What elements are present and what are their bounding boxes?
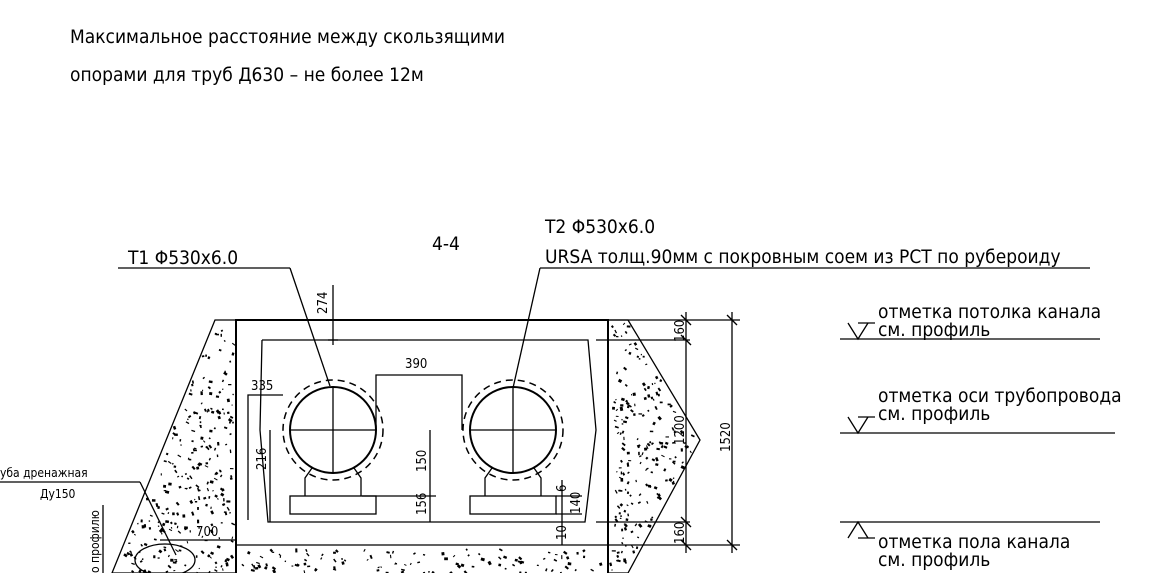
pipe-t2-label: Т2 Φ530х6.0 xyxy=(544,216,655,238)
concrete-right-slope xyxy=(607,319,701,573)
dim-274: 274 xyxy=(316,292,331,314)
elevation-ceiling: отметка потолка канала см. профиль xyxy=(840,301,1101,341)
dim-160-top: 160 xyxy=(673,320,688,342)
dim-216: 216 xyxy=(255,448,270,470)
note-line-1: Максимальное расстояние между скользящим… xyxy=(70,26,505,48)
channel-outer-wall xyxy=(235,319,609,573)
dim-150: 150 xyxy=(415,450,430,472)
elevation-ceiling-label: отметка потолка канала xyxy=(878,301,1101,323)
pipe-t1-insulation xyxy=(282,379,384,481)
concrete-left-slope xyxy=(111,319,237,573)
sliding-support-t2 xyxy=(469,467,557,515)
elevation-floor-label: отметка пола канала xyxy=(878,531,1070,553)
elevation-ceiling-ref: см. профиль xyxy=(878,319,990,341)
channel-inner-wall xyxy=(259,339,597,523)
pipe-t2 xyxy=(462,379,564,481)
elevation-floor: отметка пола канала см. профиль xyxy=(840,520,1100,571)
insulation-label: URSA толщ.90мм с покровным соем из РСТ п… xyxy=(545,246,1061,268)
pipe-t1 xyxy=(282,379,384,481)
dim-700: 700 xyxy=(196,525,218,540)
dim-6: 6 xyxy=(555,485,570,492)
sliding-support-t1 xyxy=(289,467,377,515)
pipe-t1-label: Т1 Φ530х6.0 xyxy=(127,247,238,269)
drain-label-line1: уба дренажная xyxy=(0,466,88,480)
drain-pipe: уба дренажная Ду150 о профилю xyxy=(0,466,196,573)
drain-vertical-label: о профилю xyxy=(88,510,102,573)
section-title: 4-4 xyxy=(432,233,460,255)
dim-140: 140 xyxy=(569,492,584,514)
drain-label-line2: Ду150 xyxy=(40,487,76,501)
leader-t2 xyxy=(512,267,541,389)
dim-10: 10 xyxy=(555,525,570,540)
dim-390: 390 xyxy=(405,357,427,372)
elevation-axis-ref: см. профиль xyxy=(878,403,990,425)
pipe-t2-insulation xyxy=(462,379,564,481)
dim-156: 156 xyxy=(415,493,430,515)
dim-1520: 1520 xyxy=(719,422,734,452)
leader-t1 xyxy=(289,267,331,387)
elevation-pipe-axis: отметка оси трубопровода см. профиль xyxy=(840,385,1122,435)
note-line-2: опорами для труб Д630 – не более 12м xyxy=(70,64,424,86)
elevation-axis-label: отметка оси трубопровода xyxy=(878,385,1122,407)
concrete-hatch-right xyxy=(609,322,695,571)
dim-160-bottom: 160 xyxy=(673,522,688,544)
dim-1200: 1200 xyxy=(673,415,688,445)
dim-335: 335 xyxy=(251,379,273,394)
concrete-hatch-left xyxy=(123,329,236,573)
elevation-floor-ref: см. профиль xyxy=(878,549,990,571)
